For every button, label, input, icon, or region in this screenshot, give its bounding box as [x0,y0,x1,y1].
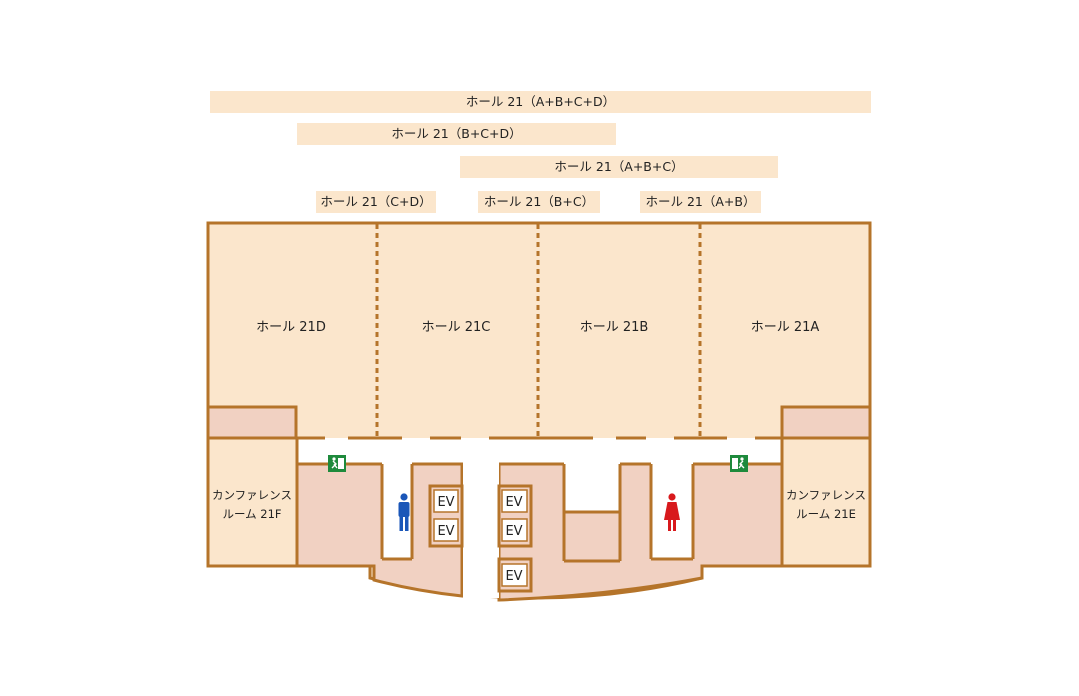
room-label-conference-21e: ルーム 21E [796,507,856,521]
corridor [297,438,783,464]
conference-room-21e [780,436,872,568]
emergency-exit-icon [730,455,748,472]
elevator-label: EV [437,495,454,510]
room-label-conference-21e: カンファレンス [786,488,866,502]
storage-room-left [206,405,298,440]
storage-room-right [780,405,872,440]
central-lobby [564,462,620,512]
elevator-label: EV [505,524,522,539]
room-label-hall-21d: ホール 21D [256,320,326,335]
combo-label-abc: ホール 21（A+B+C） [460,156,778,178]
service-core-left [295,462,464,598]
emergency-exit-icon [328,455,346,472]
combo-label-bcd: ホール 21（B+C+D） [297,123,616,145]
room-label-hall-21b: ホール 21B [580,320,649,335]
combo-label-ab: ホール 21（A+B） [640,191,761,213]
mens-restroom-icon [398,493,410,531]
combo-label-bc: ホール 21（B+C） [478,191,600,213]
combo-label-abcd: ホール 21（A+B+C+D） [210,91,871,113]
elevator-group-left [428,484,464,548]
elevator-group-right [497,484,533,593]
elevator-label: EV [437,524,454,539]
room-label-conference-21f: カンファレンス [212,488,292,502]
combo-label-cd: ホール 21（C+D） [316,191,436,213]
room-label-hall-21c: ホール 21C [422,320,491,335]
central-passage [463,440,499,598]
womens-restroom-icon [664,493,680,531]
elevator-label: EV [505,569,522,584]
conference-room-21f [206,436,299,568]
room-label-hall-21a: ホール 21A [751,320,820,335]
service-core-right [497,462,784,602]
room-label-conference-21f: ルーム 21F [222,507,281,521]
elevator-label: EV [505,495,522,510]
